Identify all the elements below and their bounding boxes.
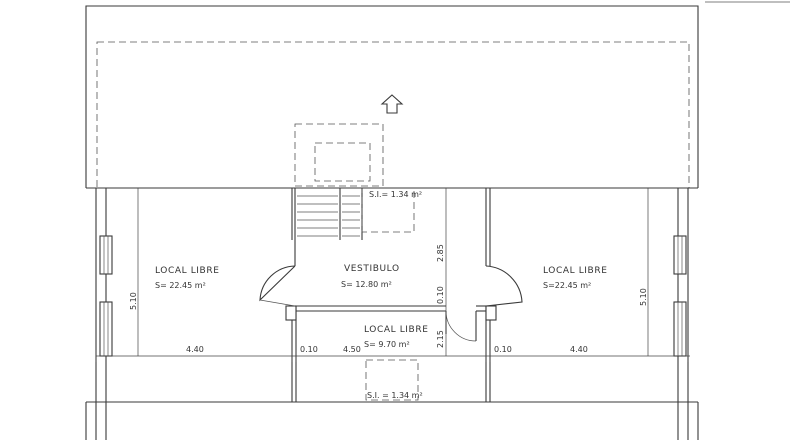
window-left-bottom	[99, 301, 113, 357]
dim-right-wall: 0.10	[494, 345, 512, 354]
dim-left-width: 4.40	[186, 345, 204, 354]
interior-walls	[285, 188, 497, 402]
shaft-top-label: S.I.= 1.34 m²	[369, 190, 422, 199]
door-right	[485, 265, 523, 307]
door-center	[445, 310, 477, 342]
dim-right-depth: 5.10	[639, 288, 648, 306]
upper-roof-block	[85, 1, 790, 189]
exterior-walls	[85, 187, 699, 440]
door-left	[259, 265, 296, 307]
room-vestibulo-area: S= 12.80 m²	[341, 280, 392, 289]
dim-vest-wall: 0.10	[436, 286, 445, 304]
dimension-lines	[95, 188, 690, 362]
dim-left-wall: 0.10	[300, 345, 318, 354]
room-right-name: LOCAL LIBRE	[543, 266, 607, 276]
room-left-name: LOCAL LIBRE	[155, 266, 219, 276]
dim-left-depth: 5.10	[129, 292, 138, 310]
room-vestibulo-name: VESTIBULO	[344, 264, 400, 274]
room-right-area: S=22.45 m²	[543, 281, 591, 290]
shaft-bottom-label: S.I. = 1.34 m²	[367, 391, 423, 400]
dim-center-depth: 2.15	[436, 330, 445, 348]
window-right-top	[673, 235, 687, 275]
room-center-name: LOCAL LIBRE	[364, 325, 428, 335]
stair-block	[294, 123, 415, 240]
room-left-area: S= 22.45 m²	[155, 281, 206, 290]
window-left-top	[99, 235, 113, 275]
shaft-bottom	[365, 359, 419, 401]
arrow-up-icon	[380, 94, 404, 114]
dim-center-width: 4.50	[343, 345, 361, 354]
room-center-area: S= 9.70 m²	[364, 340, 410, 349]
window-right-bottom	[673, 301, 687, 357]
dim-right-width: 4.40	[570, 345, 588, 354]
dim-vest-depth: 2.85	[436, 244, 445, 262]
